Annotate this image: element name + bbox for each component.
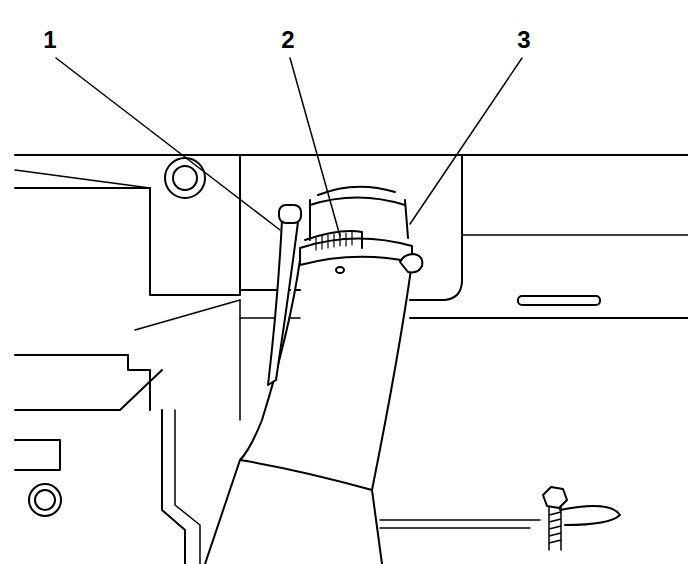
boss-hole <box>165 158 205 198</box>
outlet-neck <box>309 200 311 240</box>
frame-line <box>15 187 150 189</box>
bracket <box>175 410 200 564</box>
callout-number: 3 <box>515 28 532 52</box>
bracket <box>162 410 185 564</box>
frame-line <box>410 317 688 319</box>
slot <box>518 296 600 305</box>
bracket <box>380 520 540 528</box>
hose-clamp <box>300 238 412 265</box>
hole <box>29 484 61 516</box>
bracket <box>15 370 162 410</box>
hose-end <box>240 460 372 490</box>
callout-number: 1 <box>41 28 58 52</box>
clamp-tab <box>336 267 344 273</box>
bolt-thread <box>549 507 561 550</box>
housing <box>150 155 240 295</box>
hose <box>205 460 240 564</box>
tube-cap <box>279 205 301 223</box>
bolt-head <box>543 487 567 508</box>
hose <box>372 262 412 490</box>
frame-line <box>15 170 150 188</box>
leader-line <box>410 58 522 224</box>
frame-line <box>15 154 688 156</box>
housing <box>410 155 462 300</box>
boss-hole <box>173 166 197 190</box>
clamp-screw <box>316 232 352 250</box>
outlet-neck <box>310 198 405 206</box>
frame-line <box>462 234 688 236</box>
bracket <box>15 440 60 470</box>
callout-number: 2 <box>279 28 296 52</box>
vent-tube <box>268 220 298 385</box>
hole <box>35 490 55 510</box>
frame-line <box>239 300 241 420</box>
leader-line <box>56 58 280 230</box>
outlet-neck <box>318 187 395 195</box>
bracket <box>135 300 240 330</box>
leader-line <box>290 58 340 236</box>
hose-clip <box>400 254 422 272</box>
hose <box>372 490 382 564</box>
bracket <box>560 506 620 525</box>
frame-line <box>240 317 300 319</box>
